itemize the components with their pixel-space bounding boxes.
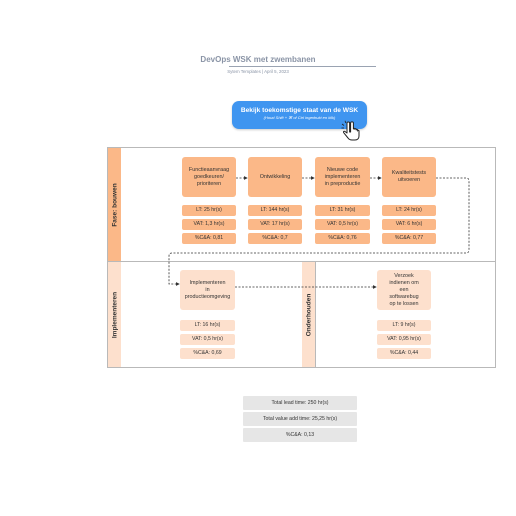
step-1-value-add: VAT: 1,3 hr(s)	[182, 219, 236, 230]
step-6-lead-time: LT: 9 hr(s)	[377, 320, 431, 331]
step-2-value-add: VAT: 17 hr(s)	[248, 219, 302, 230]
connector-4-5	[168, 177, 470, 286]
lane-divider-vertical	[315, 261, 316, 368]
process-step-5[interactable]: Implementeren in productieomgeving	[180, 270, 235, 310]
hand-pointer-icon	[340, 120, 364, 144]
lane-divider	[107, 261, 496, 262]
summary-total-value-add: Total value add time: 25,25 hr(s)	[243, 412, 357, 426]
step-2-lead-time: LT: 144 hr(s)	[248, 205, 302, 216]
process-step-6[interactable]: Verzoek indienen om een softwarebug op t…	[377, 270, 431, 310]
page-title: DevOps WSK met zwembanen	[200, 55, 316, 64]
step-3-lead-time: LT: 31 hr(s)	[315, 205, 370, 216]
swimlane-frame	[107, 147, 496, 368]
step-1-lead-time: LT: 25 hr(s)	[182, 205, 236, 216]
step-6-ca: %C&A: 0,44	[377, 348, 431, 359]
lane-build-header: Fase: bouwen	[108, 148, 121, 261]
summary-ca: %C&A: 0,13	[243, 428, 357, 442]
step-1-ca: %C&A: 0,81	[182, 233, 236, 244]
page-subtitle: Sytem Templates | April 5, 2023	[227, 69, 289, 74]
lane-maintain-header: Onderhouden	[302, 262, 315, 367]
process-step-1[interactable]: Functieaanvraag goedkeuren/ prioriteren	[182, 157, 236, 197]
step-6-value-add: VAT: 0,95 hr(s)	[377, 334, 431, 345]
lane-implement-header: Implementeren	[108, 262, 121, 367]
future-state-button-label: Bekijk toekomstige staat van de WSK	[240, 107, 359, 114]
future-state-button[interactable]: Bekijk toekomstige staat van de WSK (Hou…	[232, 101, 367, 129]
step-5-ca: %C&A: 0,69	[180, 348, 235, 359]
step-4-value-add: VAT: 6 hr(s)	[382, 219, 436, 230]
summary-total-lead-time: Total lead time: 250 hr(s)	[243, 396, 357, 410]
step-4-ca: %C&A: 0,77	[382, 233, 436, 244]
step-5-lead-time: LT: 16 hr(s)	[180, 320, 235, 331]
process-step-4[interactable]: Kwaliteitstests uitvoeren	[382, 157, 436, 197]
step-3-value-add: VAT: 0,5 hr(s)	[315, 219, 370, 230]
process-step-2[interactable]: Ontwikkeling	[248, 157, 302, 197]
process-step-3[interactable]: Nieuwe code implementeren in preproducti…	[315, 157, 370, 197]
future-state-button-hint: (Houd Shift + ⌘ of Ctrl ingedrukt en kli…	[263, 115, 336, 120]
title-underline	[229, 66, 376, 67]
step-2-ca: %C&A: 0,7	[248, 233, 302, 244]
step-5-value-add: VAT: 0,5 hr(s)	[180, 334, 235, 345]
step-4-lead-time: LT: 24 hr(s)	[382, 205, 436, 216]
step-3-ca: %C&A: 0,76	[315, 233, 370, 244]
